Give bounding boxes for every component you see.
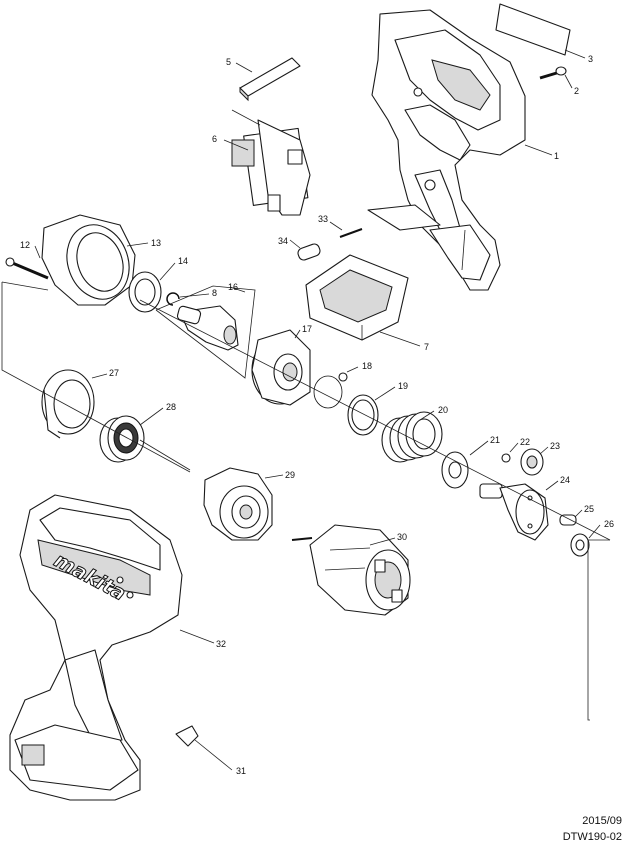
callout-22: 22 xyxy=(520,437,530,447)
callout-1: 1 xyxy=(554,151,559,161)
callout-28: 28 xyxy=(166,402,176,412)
part-7-battery-holder xyxy=(305,254,409,341)
callout-14: 14 xyxy=(178,256,188,266)
part-26-washer xyxy=(570,533,590,557)
callout-27: 27 xyxy=(109,368,119,378)
part-13-hammer-case xyxy=(41,214,136,306)
callout-7: 7 xyxy=(424,342,429,352)
callout-leaders xyxy=(34,49,601,771)
part-2-screw xyxy=(539,66,567,80)
part-24-spindle xyxy=(479,483,549,541)
callout-17: 17 xyxy=(302,324,312,334)
part-21-flat-washer xyxy=(441,451,469,489)
callout-12: 12 xyxy=(20,240,30,250)
callout-6: 6 xyxy=(212,134,217,144)
part-30-motor xyxy=(291,524,411,616)
callout-5: 5 xyxy=(226,57,231,67)
assembly-guide-lines xyxy=(1,229,611,721)
callout-18: 18 xyxy=(362,361,372,371)
callout-32: 32 xyxy=(216,639,226,649)
callout-26: 26 xyxy=(604,519,614,529)
part-1-housing xyxy=(367,9,526,291)
part-14-washer xyxy=(128,271,162,313)
callout-2: 2 xyxy=(574,86,579,96)
part-31-clip xyxy=(175,725,199,747)
callout-29: 29 xyxy=(285,470,295,480)
part-23-gear xyxy=(520,448,544,476)
callout-24: 24 xyxy=(560,475,570,485)
part-number-callouts: 1 2 3 5 6 7 8 12 13 14 16 17 18 19 20 21… xyxy=(20,54,614,776)
callout-23: 23 xyxy=(550,441,560,451)
part-33-pin xyxy=(339,228,363,238)
callout-20: 20 xyxy=(438,405,448,415)
callout-33: 33 xyxy=(318,214,328,224)
callout-30: 30 xyxy=(397,532,407,542)
part-16-anvil-group xyxy=(155,285,256,379)
callout-25: 25 xyxy=(584,504,594,514)
callout-34: 34 xyxy=(278,236,288,246)
callout-3: 3 xyxy=(588,54,593,64)
callout-13: 13 xyxy=(151,238,161,248)
model-number: DTW190-02 xyxy=(562,831,622,843)
part-27-ring xyxy=(41,369,95,439)
callout-31: 31 xyxy=(236,766,246,776)
part-34-spacer xyxy=(297,243,321,261)
part-19-o-ring xyxy=(347,394,379,436)
part-22-ball xyxy=(501,453,511,463)
part-5-contact xyxy=(239,57,301,102)
part-32-housing: makita xyxy=(9,494,183,801)
part-29-gear-housing xyxy=(203,467,273,541)
callout-21: 21 xyxy=(490,435,500,445)
diagram-date: 2015/09 xyxy=(582,815,622,827)
callout-8: 8 xyxy=(212,288,217,298)
part-12-screw xyxy=(5,257,49,280)
part-28-bearing xyxy=(99,415,145,463)
callout-16: 16 xyxy=(228,282,238,292)
part-17-hammer xyxy=(251,329,311,406)
part-20-spring xyxy=(381,411,443,463)
part-6-switch xyxy=(231,109,311,216)
part-25-pin xyxy=(559,514,577,526)
callout-19: 19 xyxy=(398,381,408,391)
part-18-steel-ball xyxy=(313,372,348,409)
part-3-label-plate xyxy=(495,3,571,56)
